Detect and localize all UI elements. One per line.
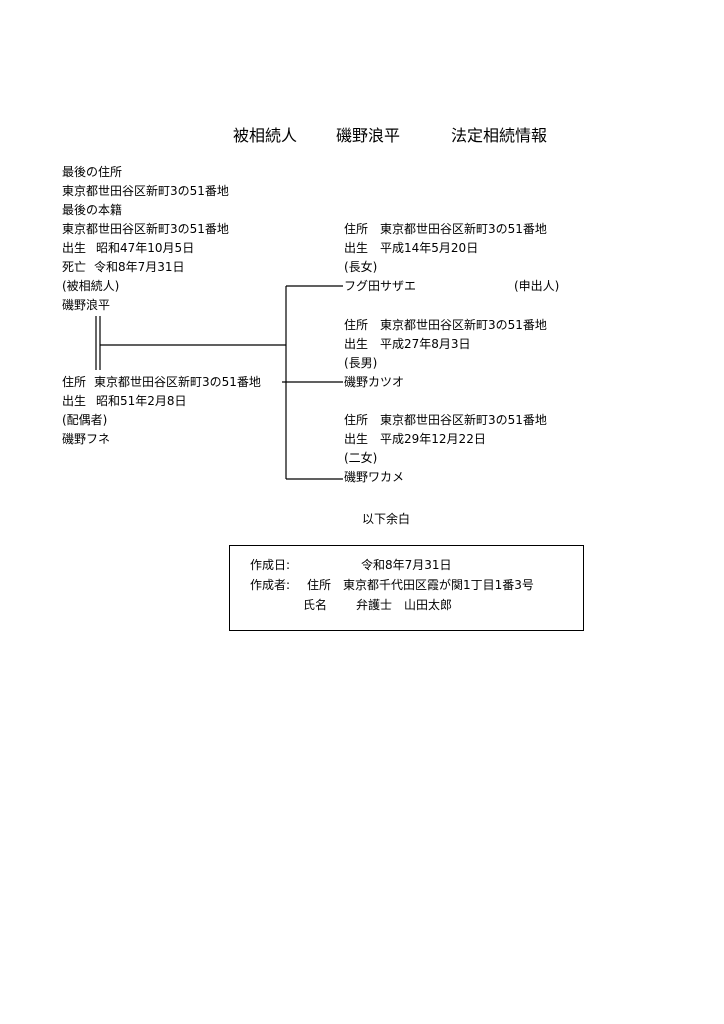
child-birth-date: 平成14年5月20日 [380, 241, 479, 255]
child-role: (長女) [344, 260, 378, 274]
birth-label: 出生 [344, 432, 369, 446]
child-address: 東京都世田谷区新町3の51番地 [380, 318, 547, 332]
author-address: 東京都千代田区霞が関1丁目1番3号 [343, 578, 534, 592]
spouse-birth-row: 出生昭和51年2月8日 [62, 393, 187, 409]
child-address-row: 住所東京都世田谷区新町3の51番地 [344, 317, 547, 333]
child-name: フグ田サザエ [344, 279, 417, 293]
preparer-box [229, 545, 584, 631]
author-name-label: 氏名 [303, 598, 328, 612]
spouse-name: 磯野フネ [62, 432, 111, 446]
spouse-address: 東京都世田谷区新町3の51番地 [94, 375, 261, 389]
closing-text: 以下余白 [362, 512, 411, 526]
last-address: 東京都世田谷区新町3の51番地 [62, 184, 229, 198]
author-address-label: 住所 [307, 578, 332, 592]
birth-label: 出生 [62, 241, 87, 255]
author-title: 弁護士 [356, 598, 393, 612]
address-label: 住所 [344, 222, 369, 236]
creation-date: 令和8年7月31日 [361, 558, 452, 572]
death-label: 死亡 [62, 260, 87, 274]
title-decedent-name: 磯野浪平 [336, 126, 401, 145]
child-address-row: 住所東京都世田谷区新町3の51番地 [344, 221, 547, 237]
decedent-death-row: 死亡令和8年7月31日 [62, 259, 185, 275]
birth-label: 出生 [344, 337, 369, 351]
author-name: 山田太郎 [404, 598, 453, 612]
child-address-row: 住所東京都世田谷区新町3の51番地 [344, 412, 547, 428]
date-label: 作成日: [250, 558, 291, 572]
child-address: 東京都世田谷区新町3の51番地 [380, 222, 547, 236]
address-label: 住所 [62, 375, 87, 389]
decedent-birth-row: 出生昭和47年10月5日 [62, 240, 194, 256]
title-decedent-label: 被相続人 [233, 126, 298, 145]
child-birth-date: 平成29年12月22日 [380, 432, 486, 446]
spouse-address-row: 住所東京都世田谷区新町3の51番地 [62, 374, 261, 390]
spouse-role: (配偶者) [62, 413, 108, 427]
spouse-birth-date: 昭和51年2月8日 [96, 394, 187, 408]
child-birth-row: 出生平成14年5月20日 [344, 240, 478, 256]
last-domicile: 東京都世田谷区新町3の51番地 [62, 222, 229, 236]
child-birth-date: 平成27年8月3日 [380, 337, 471, 351]
child-role: (長男) [344, 356, 378, 370]
birth-label: 出生 [344, 241, 369, 255]
title-document-type: 法定相続情報 [451, 126, 548, 145]
address-label: 住所 [344, 318, 369, 332]
child-name: 磯野ワカメ [344, 470, 405, 484]
child-role: (二女) [344, 451, 378, 465]
decedent-role: (被相続人) [62, 279, 120, 293]
applicant-note: (申出人) [514, 279, 560, 293]
child-birth-row: 出生平成29年12月22日 [344, 431, 486, 447]
last-address-label: 最後の住所 [62, 165, 123, 179]
child-address: 東京都世田谷区新町3の51番地 [380, 413, 547, 427]
author-label: 作成者: [250, 578, 291, 592]
decedent-birth-date: 昭和47年10月5日 [96, 241, 195, 255]
child-birth-row: 出生平成27年8月3日 [344, 336, 471, 352]
birth-label: 出生 [62, 394, 87, 408]
address-label: 住所 [344, 413, 369, 427]
last-domicile-label: 最後の本籍 [62, 203, 123, 217]
decedent-name: 磯野浪平 [62, 298, 111, 312]
decedent-death-date: 令和8年7月31日 [94, 260, 185, 274]
child-name: 磯野カツオ [344, 375, 405, 389]
